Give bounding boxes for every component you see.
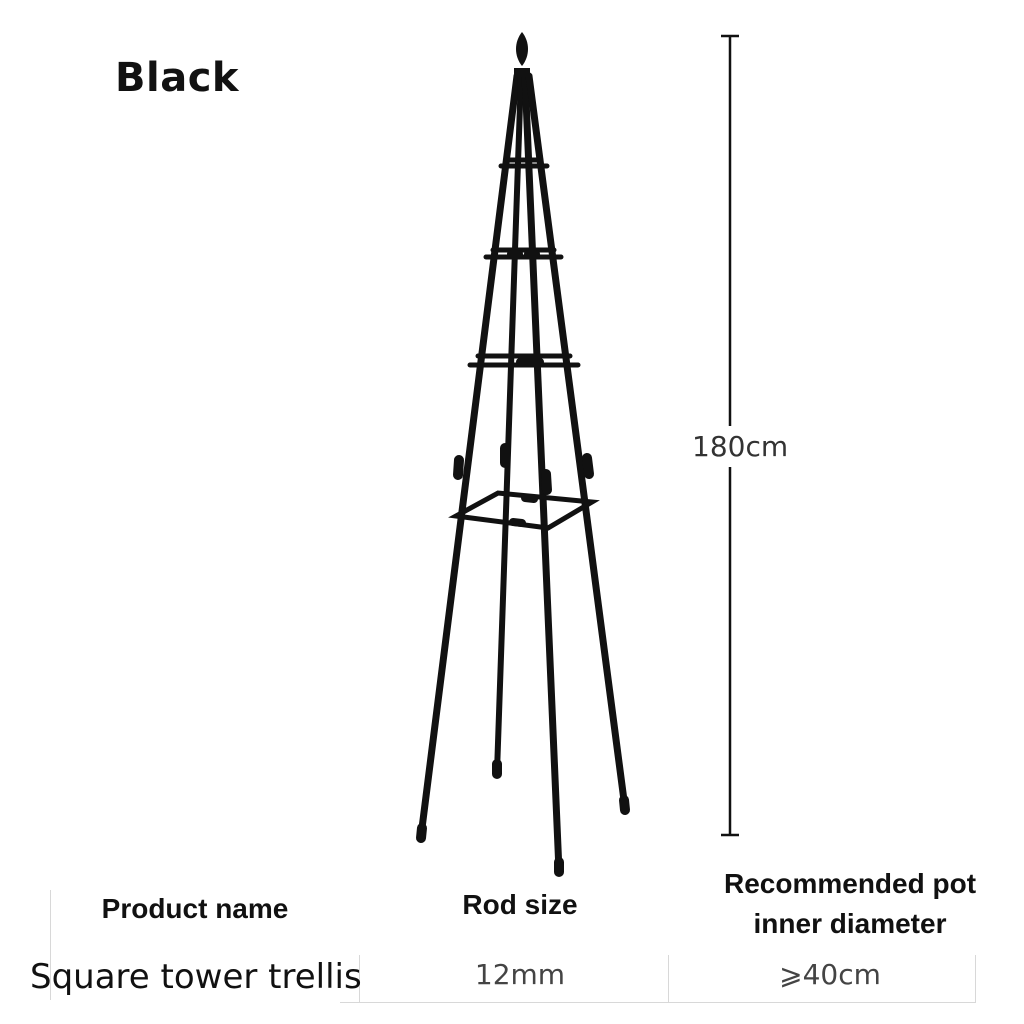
table-divider xyxy=(340,1002,976,1003)
header-pot-diameter: Recommended pot inner diameter xyxy=(723,868,977,939)
table-divider xyxy=(359,955,360,1003)
header-product-name: Product name xyxy=(101,893,289,924)
color-label: Black xyxy=(115,55,240,101)
trellis-joints xyxy=(453,443,594,495)
trellis-feet xyxy=(416,759,630,877)
height-label: 180cm xyxy=(692,426,792,467)
trellis-leg xyxy=(494,73,524,775)
trellis-rings xyxy=(448,157,600,531)
cell-pot-diameter: ⩾40cm xyxy=(779,958,881,991)
table-divider xyxy=(975,955,976,1003)
trellis-leg xyxy=(525,72,629,812)
table-divider xyxy=(50,890,51,1000)
header-rod-size: Rod size xyxy=(462,889,578,920)
table-divider xyxy=(668,955,669,1003)
cell-rod-size: 12mm xyxy=(474,958,566,991)
trellis-leg xyxy=(417,72,521,840)
cell-product-name: Square tower trellis xyxy=(30,957,362,997)
trellis-clips xyxy=(507,250,544,527)
finial-icon xyxy=(516,32,528,66)
trellis-icon xyxy=(416,32,630,877)
